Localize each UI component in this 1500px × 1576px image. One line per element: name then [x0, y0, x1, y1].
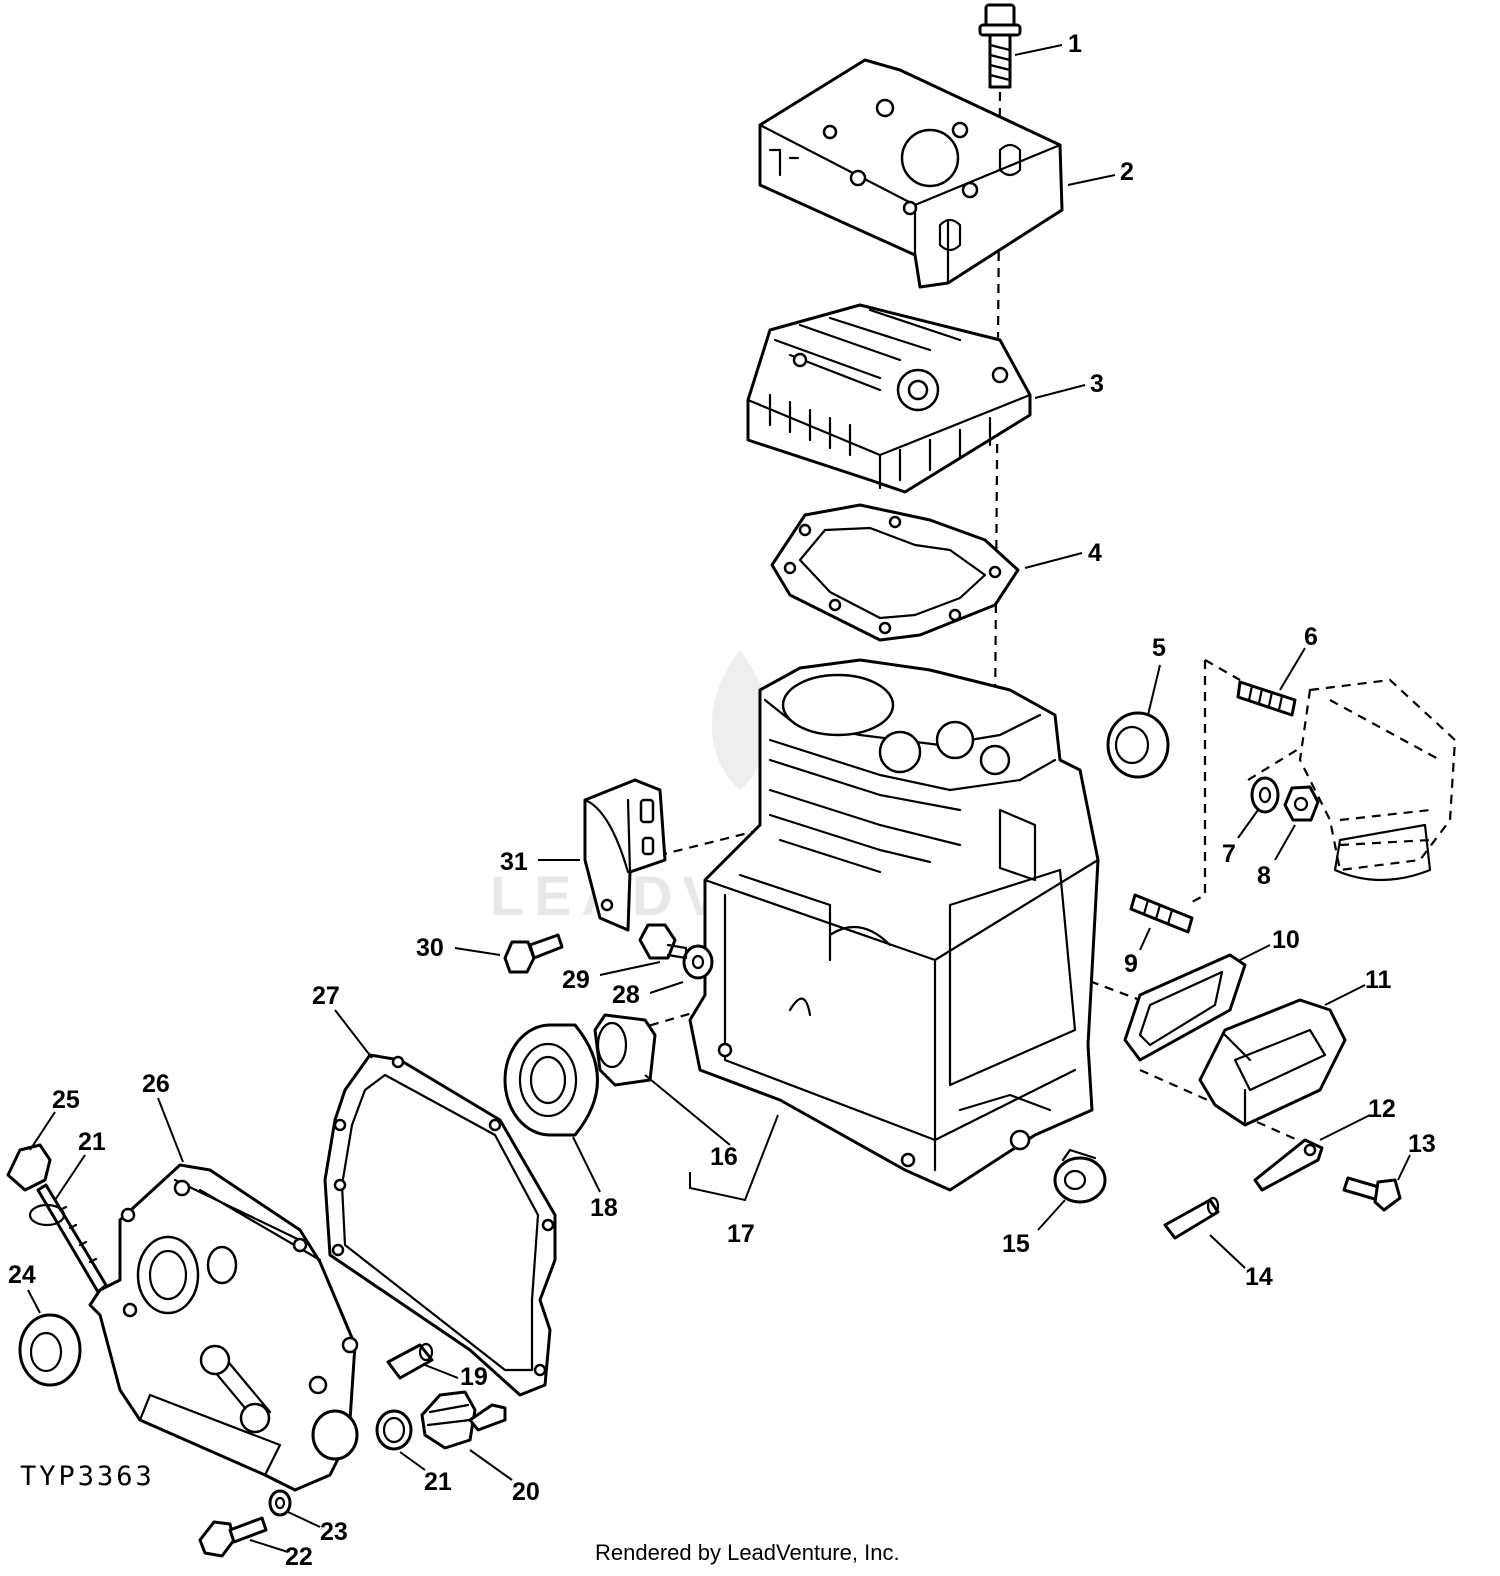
- callout-29: 29: [562, 966, 590, 994]
- callout-11: 11: [1365, 966, 1392, 994]
- callout-2: 2: [1120, 158, 1134, 186]
- part-6-stud: [1236, 680, 1297, 717]
- part-8-nut: [1283, 785, 1320, 822]
- callout-17: 17: [727, 1220, 755, 1248]
- part-7-washer: [1250, 776, 1280, 814]
- callout-31: 31: [500, 848, 528, 876]
- part-30-bolt: [503, 933, 564, 974]
- callout-24: 24: [8, 1261, 36, 1289]
- part-28-washer: [682, 944, 714, 980]
- part-5-oil-seal: [1106, 711, 1170, 779]
- callout-25: 25: [52, 1086, 80, 1114]
- callout-19: 19: [460, 1363, 488, 1391]
- callout-22: 22: [285, 1543, 313, 1571]
- part-27-cover-gasket: [323, 1053, 557, 1397]
- part-9-stud: [1129, 893, 1194, 934]
- callout-21-upper: 21: [78, 1128, 106, 1156]
- callout-5: 5: [1152, 634, 1166, 662]
- callout-6: 6: [1304, 623, 1318, 651]
- callout-leaders: [27, 44, 1411, 1553]
- callout-18: 18: [590, 1194, 618, 1222]
- part-4-head-gasket: [770, 503, 1020, 642]
- callout-4: 4: [1088, 539, 1102, 567]
- callout-21-lower: 21: [424, 1468, 452, 1496]
- muffler-reference-outline: [1298, 678, 1457, 882]
- part-31-shroud-plate: [583, 778, 667, 932]
- callout-15: 15: [1002, 1230, 1030, 1258]
- part-21-o-ring-upper: [28, 1203, 66, 1227]
- part-26-crankcase-cover: [88, 1163, 359, 1492]
- part-25-dipstick: [6, 1143, 108, 1294]
- callout-28: 28: [612, 981, 640, 1009]
- callout-numbers: 1 2 3 4 5 6 7 8 9 10 11 12 13 14 15 16 1…: [8, 30, 1436, 1571]
- part-12-clamp: [1253, 1138, 1324, 1192]
- part-15-drain-plug: [1053, 1148, 1107, 1204]
- callout-13: 13: [1408, 1130, 1436, 1158]
- callout-3: 3: [1090, 370, 1104, 398]
- part-10-breather-gasket: [1123, 953, 1247, 1062]
- callout-9: 9: [1124, 950, 1138, 978]
- credit-line: Rendered by LeadVenture, Inc.: [595, 1540, 900, 1565]
- callout-23: 23: [320, 1518, 348, 1546]
- part-13-bolt: [1342, 1176, 1402, 1212]
- drawing-id: TYP3363: [20, 1461, 155, 1492]
- callout-20: 20: [512, 1478, 540, 1506]
- part-2-shroud-bracket: [758, 58, 1064, 289]
- part-29-plug: [638, 923, 688, 960]
- part-18-ball-bearing: [503, 1023, 599, 1137]
- part-1-bolt: [978, 3, 1022, 89]
- part-14-tube: [1163, 1196, 1220, 1240]
- callout-10: 10: [1272, 926, 1300, 954]
- part-17-cylinder-block: [688, 658, 1100, 1192]
- callout-26: 26: [142, 1070, 170, 1098]
- part-21-o-ring-lower: [375, 1409, 413, 1451]
- callout-30: 30: [416, 934, 444, 962]
- callout-1: 1: [1068, 30, 1082, 58]
- part-19-dowel: [386, 1342, 434, 1380]
- callout-8: 8: [1257, 862, 1271, 890]
- callout-7: 7: [1222, 840, 1236, 868]
- callout-12: 12: [1368, 1095, 1396, 1123]
- part-16-bushing: [593, 1013, 657, 1087]
- part-3-cylinder-head: [746, 303, 1032, 494]
- part-24-oil-seal: [18, 1313, 82, 1387]
- callout-27: 27: [312, 982, 340, 1010]
- part-20-governor-fitting: [420, 1390, 507, 1450]
- part-11-breather-cover: [1198, 998, 1347, 1127]
- part-22-bolt: [198, 1516, 268, 1558]
- part-23-washer: [268, 1489, 292, 1517]
- callout-16: 16: [710, 1143, 738, 1171]
- callout-14: 14: [1245, 1263, 1273, 1291]
